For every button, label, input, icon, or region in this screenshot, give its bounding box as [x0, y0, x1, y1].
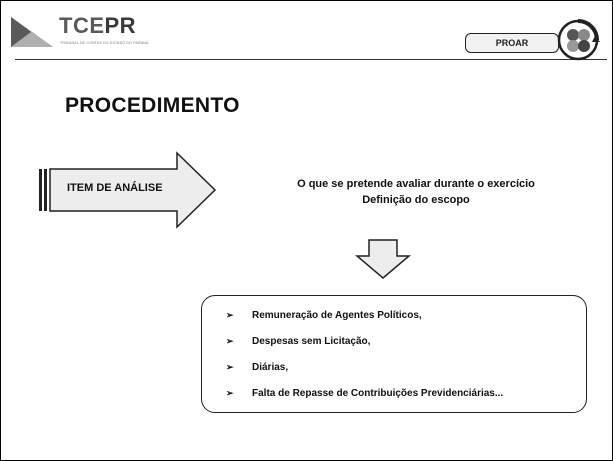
logo-subtitle: TRIBUNAL DE CONTAS DO ESTADO DO PARANÁ [60, 41, 149, 45]
list-item-text: Falta de Repasse de Contribuições Previd… [252, 388, 504, 399]
description-line-1: O que se pretende avaliar durante o exer… [297, 178, 535, 190]
tce-logo-icon [11, 17, 53, 47]
proar-badge: PROAR [465, 33, 559, 53]
logo-main: TCE [59, 13, 105, 38]
list-item: ➢ Remuneração de Agentes Políticos, [226, 310, 422, 321]
proar-cycle-icon [557, 19, 600, 61]
page-title: PROCEDIMENTO [65, 94, 240, 117]
list-item-text: Despesas sem Licitação, [252, 336, 371, 347]
bullet-arrow-icon: ➢ [226, 310, 234, 320]
bullet-arrow-icon: ➢ [226, 362, 234, 372]
item-arrow-shape [39, 151, 217, 229]
bullet-arrow-icon: ➢ [226, 388, 234, 398]
bullet-arrow-icon: ➢ [226, 336, 234, 346]
list-item: ➢ Diárias, [226, 362, 288, 373]
list-item: ➢ Falta de Repasse de Contribuições Previ… [226, 388, 503, 399]
header-divider [15, 59, 607, 60]
down-arrow-icon [355, 239, 411, 279]
item-arrow-label: ITEM DE ANÁLISE [67, 182, 163, 194]
scope-list-box: ➢ Remuneração de Agentes Políticos, ➢ Desp… [201, 295, 587, 413]
description: O que se pretende avaliar durante o exer… [241, 176, 591, 208]
tce-logo-text: TCEPR [59, 13, 136, 39]
list-item-text: Remuneração de Agentes Políticos, [252, 310, 422, 321]
list-item: ➢ Despesas sem Licitação, [226, 336, 370, 347]
list-item-text: Diárias, [252, 362, 289, 373]
description-line-2: Definição do escopo [362, 194, 470, 206]
logo-accent: PR [104, 13, 137, 38]
